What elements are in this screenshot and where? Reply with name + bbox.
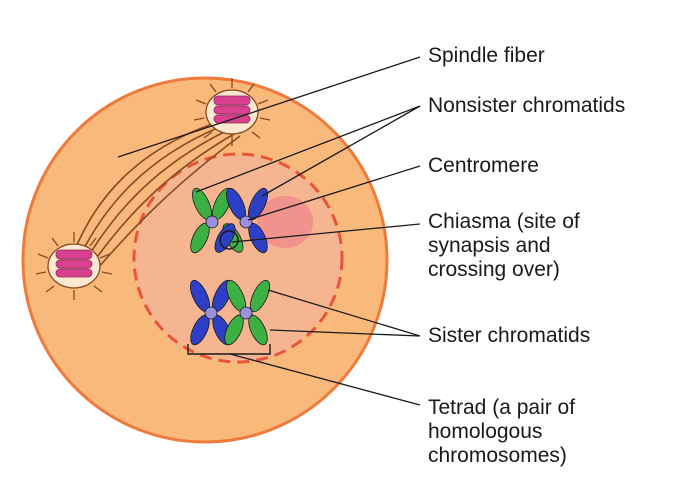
tetrad-bracket	[187, 344, 271, 355]
spindle-fibers	[73, 121, 241, 269]
label-tetrad-line-2: homologous	[428, 420, 543, 443]
label-tetrad-line-3: chromosomes)	[428, 444, 567, 467]
tetrad-upper	[190, 187, 268, 254]
centromere	[239, 306, 253, 320]
label-tetrad-line-1: Tetrad (a pair of	[428, 396, 576, 419]
centromere	[204, 306, 218, 320]
label-centromere: Centromere	[428, 154, 539, 177]
centromere	[239, 215, 253, 229]
chiasma-marker	[219, 230, 239, 250]
label-chiasma-line-1: Chiasma (site of	[428, 210, 580, 233]
label-chiasma: Chiasma (site of synapsis and crossing o…	[428, 210, 580, 282]
label-chiasma-line-3: crossing over)	[428, 258, 560, 281]
label-tetrad: Tetrad (a pair of homologous chromosomes…	[428, 396, 575, 468]
label-sister-chromatids: Sister chromatids	[428, 324, 591, 347]
label-nonsister-chromatids: Nonsister chromatids	[428, 94, 626, 117]
centrosome-left	[35, 232, 113, 300]
centromere	[205, 215, 219, 229]
label-chiasma-line-2: synapsis and	[428, 234, 551, 257]
leader-lines	[117, 56, 421, 406]
tetrad-lower	[190, 279, 270, 346]
label-spindle-fiber: Spindle fiber	[428, 44, 545, 67]
